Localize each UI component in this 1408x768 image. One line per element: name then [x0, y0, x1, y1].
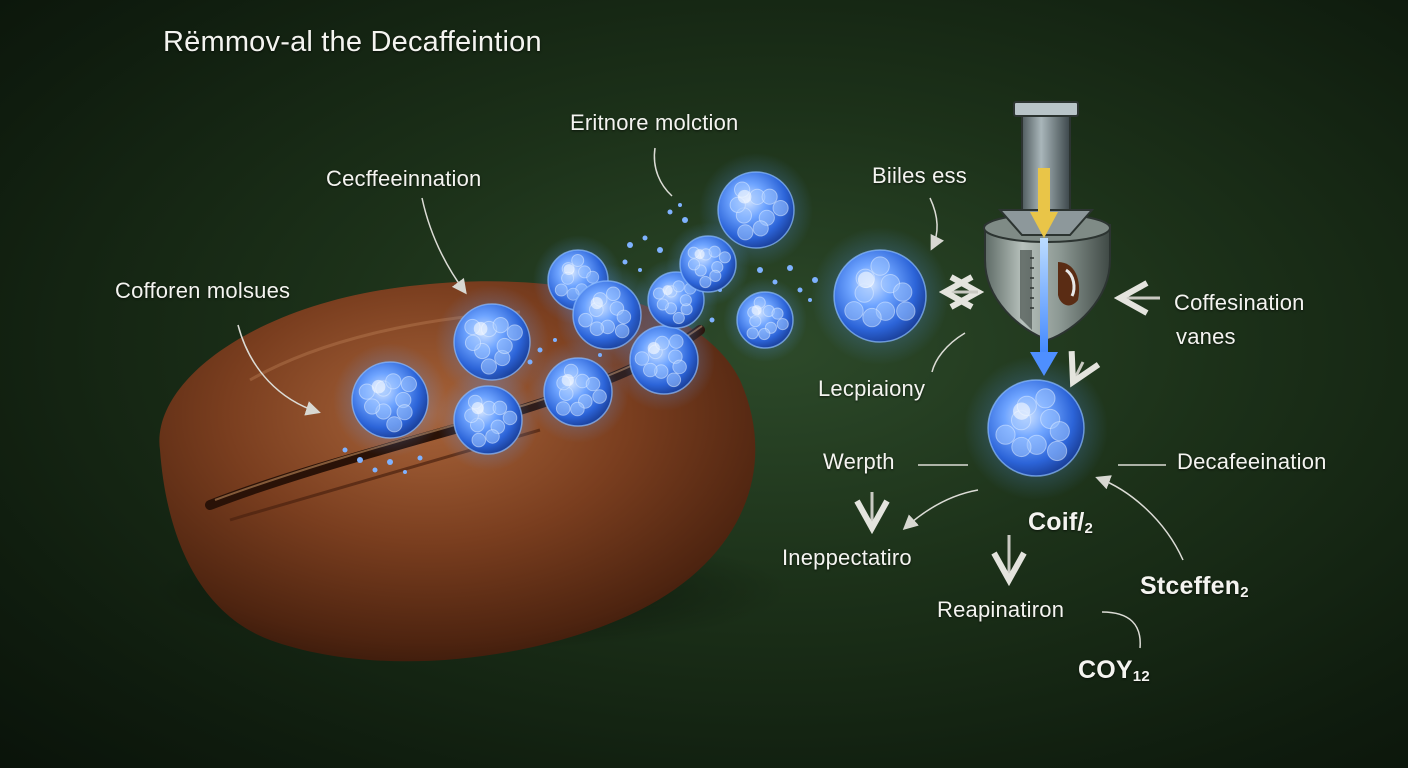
formula-coif: Coif/2 — [1028, 508, 1094, 537]
label-ineppectatiro: Ineppectatiro — [782, 545, 912, 570]
caffeine-molecule-icon — [811, 227, 949, 365]
label-bilies-ess: Biiles ess — [872, 163, 967, 188]
label-cofforen-molsues: Cofforen molsues — [115, 278, 291, 303]
plunger-icon — [997, 101, 1095, 376]
arrows — [872, 292, 1160, 580]
caffeine-molecule-icon — [723, 278, 807, 362]
label-eritnore-molction: Eritnore molction — [570, 110, 739, 135]
formula-stceffen: Stceffen2 — [1140, 572, 1249, 601]
label-cecffeeinnation: Cecffeeinnation — [326, 166, 482, 191]
caffeine-molecule-icon — [964, 356, 1108, 500]
formula-coy: COY12 — [1078, 656, 1150, 685]
label-vanes: vanes — [1176, 324, 1236, 349]
caffeine-molecule-icon — [666, 222, 750, 306]
label-coffesination: Coffesination — [1174, 290, 1305, 315]
label-lecpiaiony: Lecpiaiony — [818, 376, 926, 401]
caffeine-molecule-icon — [437, 369, 539, 471]
label-reapinatiron: Reapinatiron — [937, 597, 1065, 622]
caffeine-molecule-icon — [333, 343, 447, 457]
caffeine-molecule-icon — [527, 341, 629, 443]
label-decafeeination: Decafeeination — [1177, 449, 1327, 474]
label-werpth: Werpth — [823, 449, 895, 474]
diagram-title: Rëmmov-al the Decaffeintion — [163, 26, 542, 58]
caffeine-molecule-icon — [699, 153, 813, 267]
caffeine-molecules — [333, 153, 1108, 500]
connectors — [237, 147, 1184, 649]
